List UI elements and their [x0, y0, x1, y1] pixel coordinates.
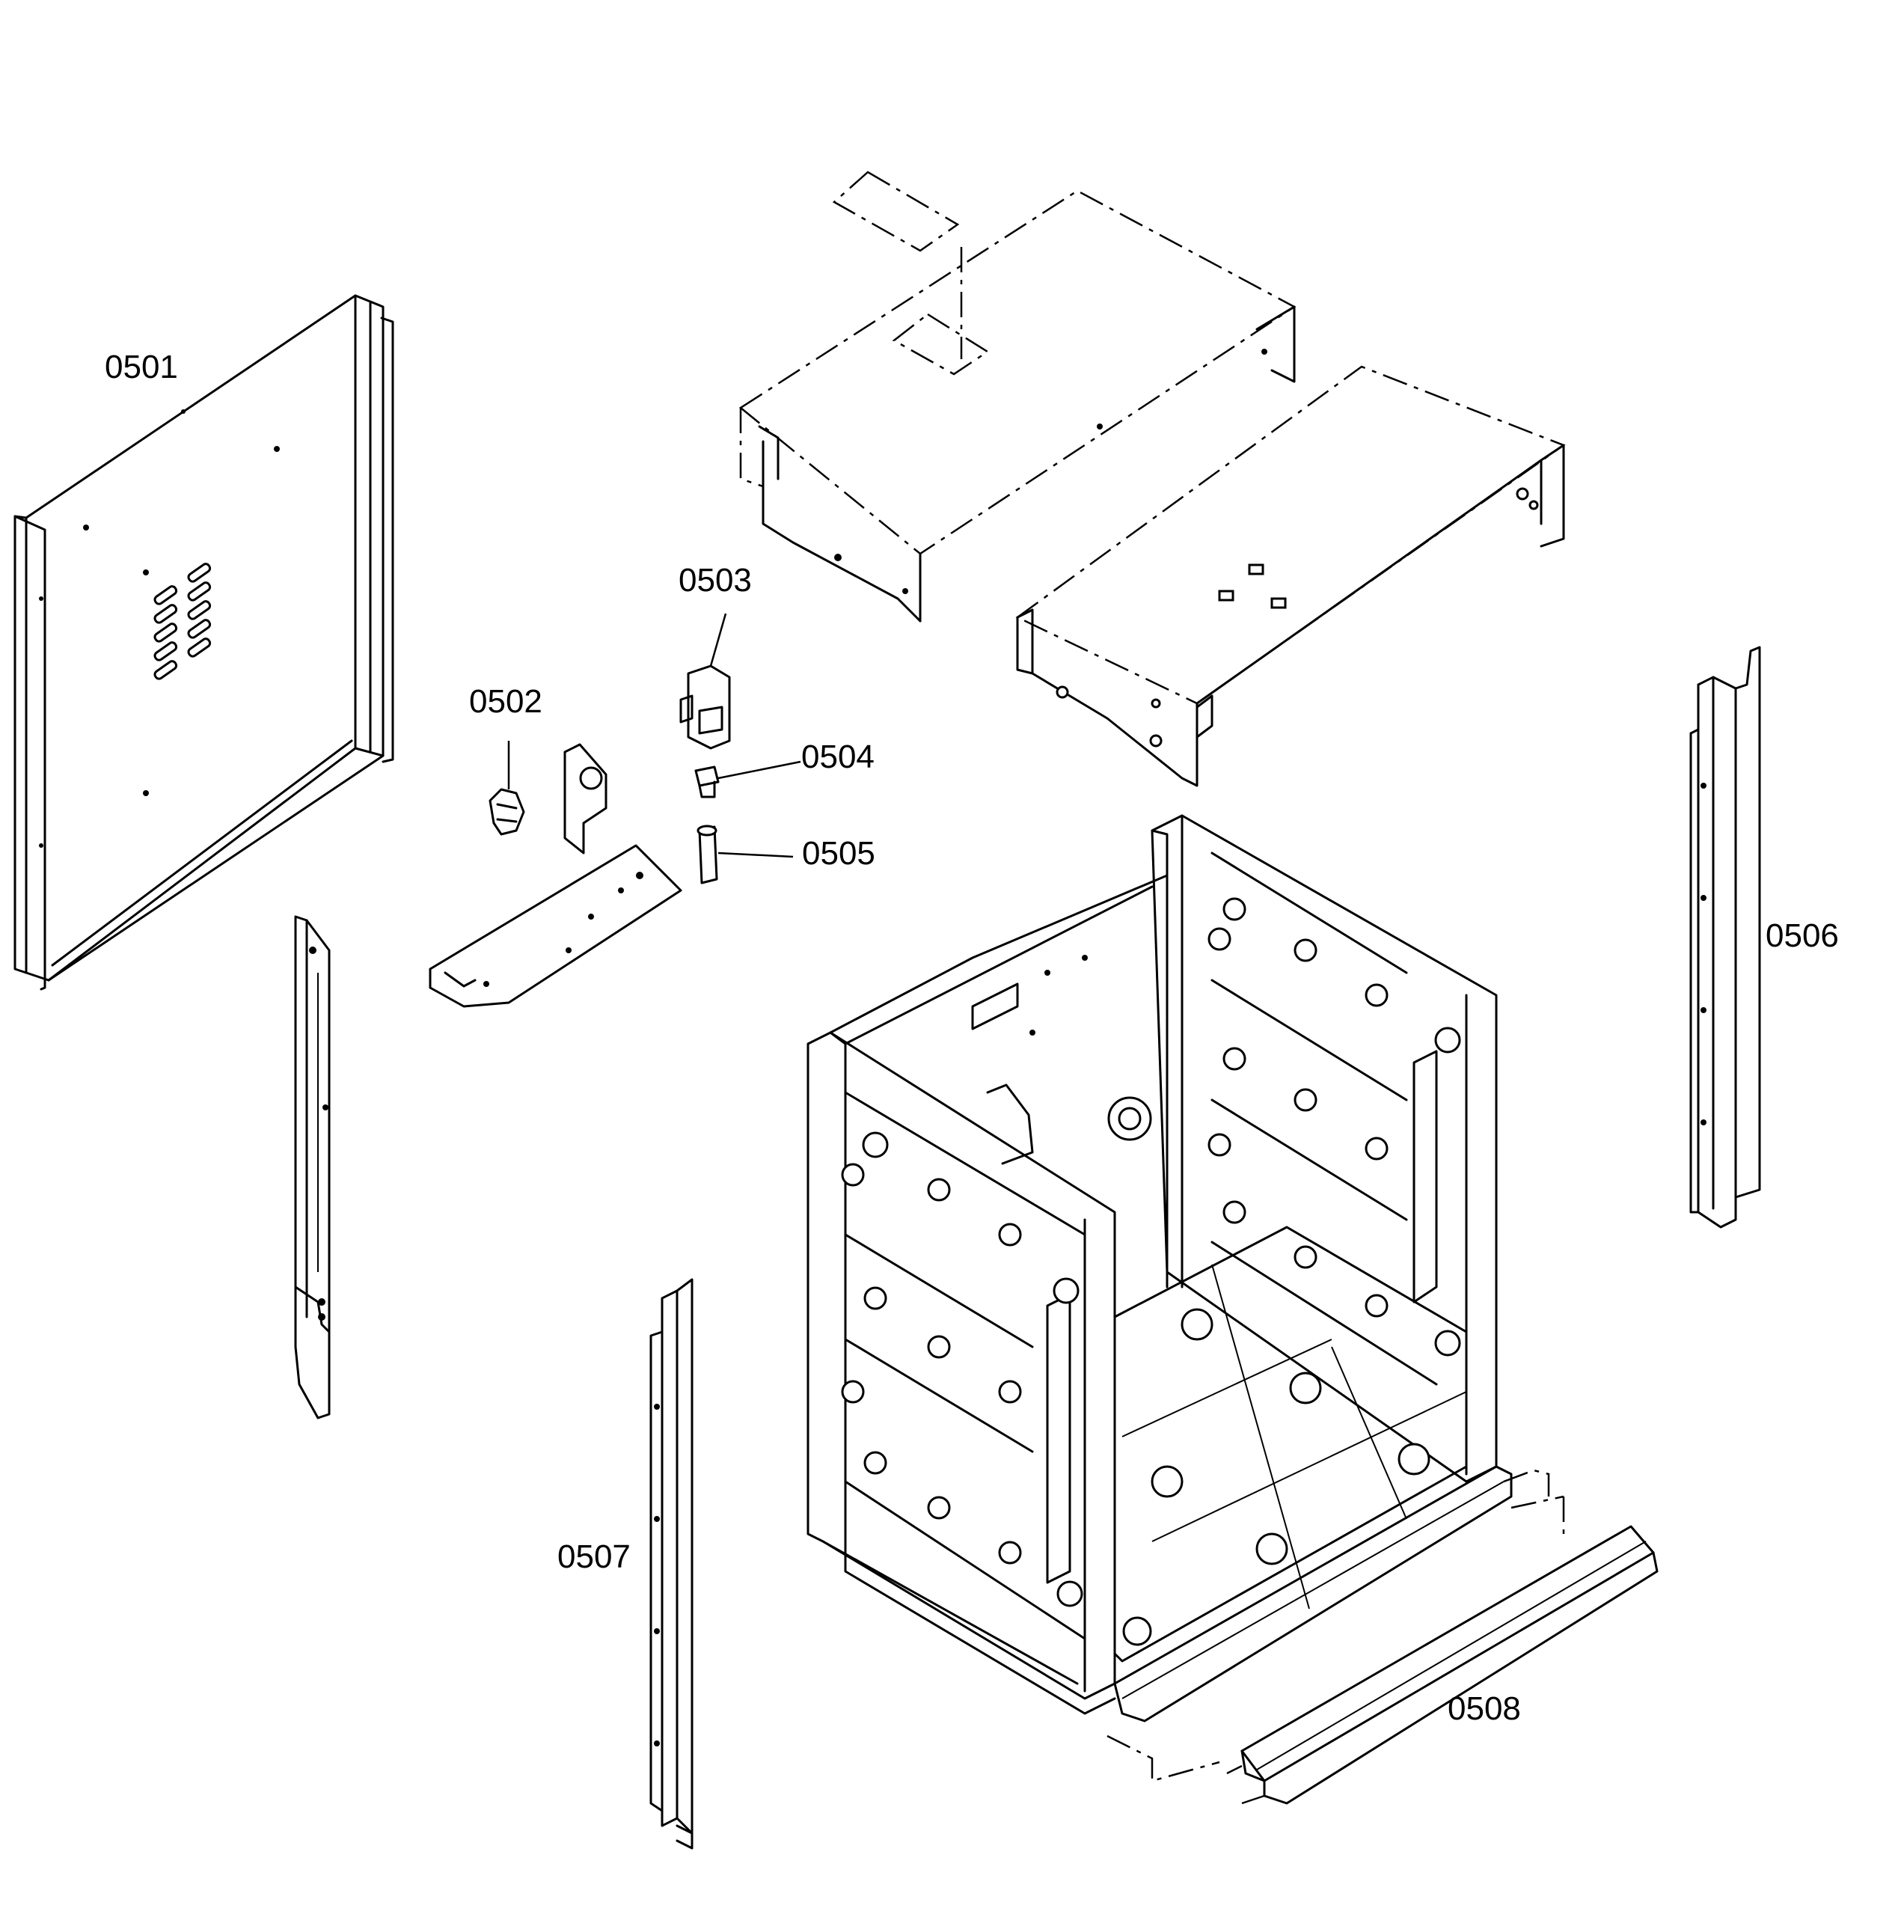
part-0506-right-rail	[1689, 646, 1761, 1229]
part-0502-clip	[489, 741, 525, 836]
part-0505-pin	[697, 825, 794, 884]
left-side-rail	[294, 915, 331, 1419]
part-0503-hinge-block	[679, 613, 731, 750]
part-0508-bottom-trim	[1106, 1469, 1659, 1805]
label-0507: 0507	[557, 1538, 631, 1575]
label-0506: 0506	[1766, 917, 1839, 954]
label-0508: 0508	[1448, 1690, 1521, 1727]
part-0507-vertical-rail	[649, 1278, 694, 1850]
label-0501: 0501	[105, 349, 178, 385]
label-0502: 0502	[469, 683, 542, 720]
label-0504: 0504	[801, 739, 875, 775]
mounting-bracket	[429, 743, 682, 1008]
front-top-channel	[1015, 365, 1566, 787]
oven-cavity	[806, 814, 1513, 1722]
label-0503: 0503	[679, 562, 752, 599]
vent-slots	[153, 563, 212, 680]
top-heater-box	[738, 171, 1297, 623]
part-0504-screw	[694, 760, 801, 798]
label-0505: 0505	[802, 835, 875, 872]
part-0501-side-panel	[13, 294, 394, 991]
